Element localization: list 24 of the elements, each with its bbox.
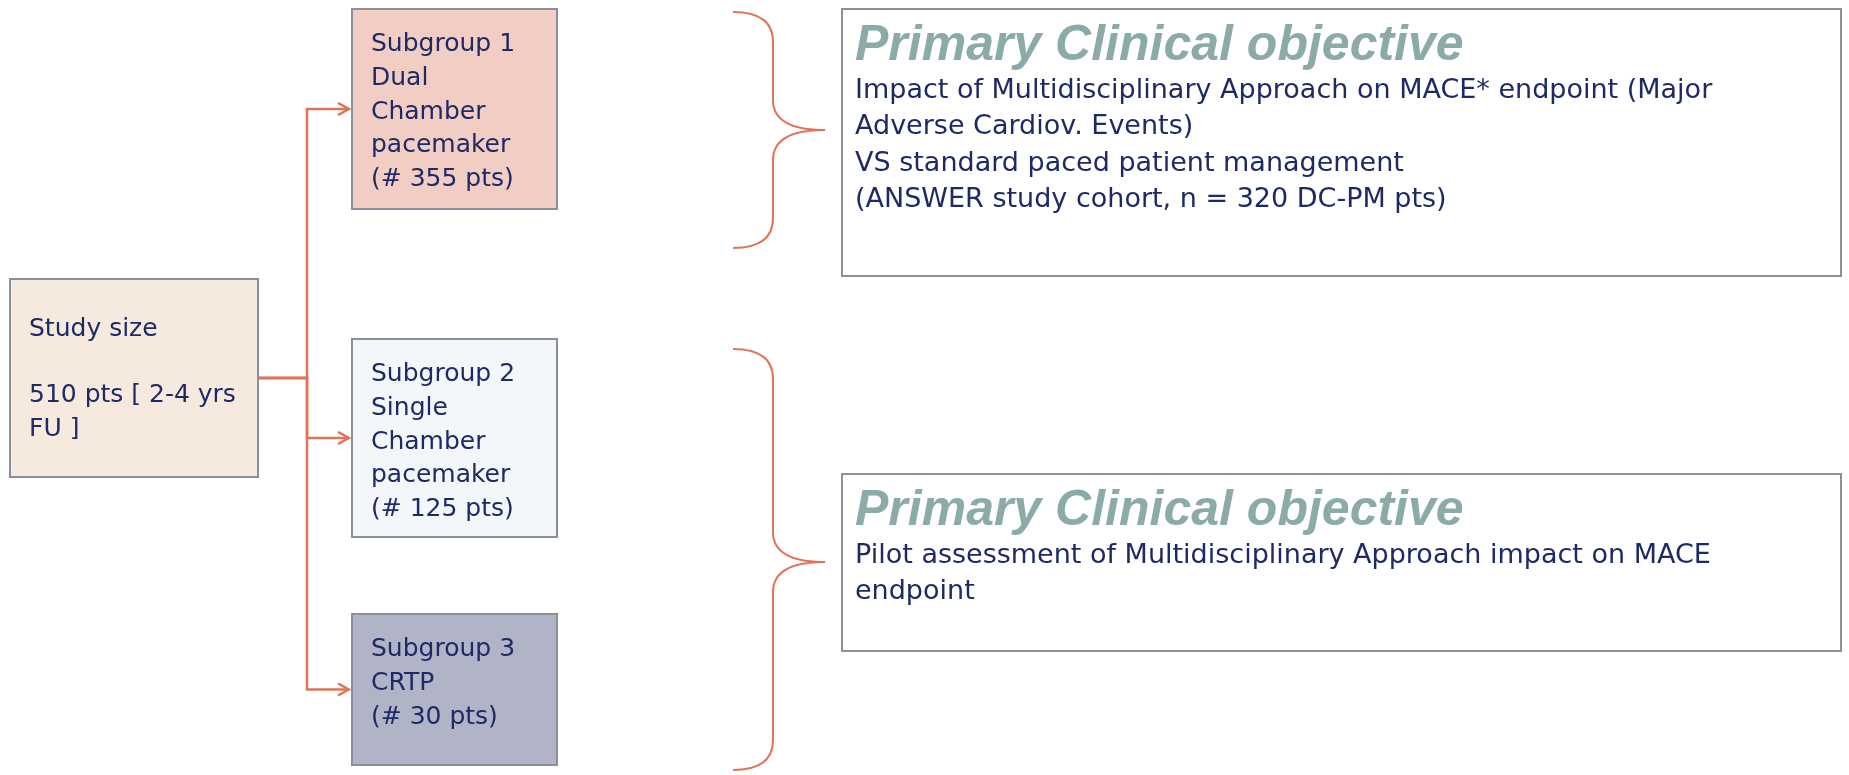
node-text: CRTP	[371, 665, 436, 698]
node-text: (ANSWER study cohort, n = 320 DC-PM pts)	[855, 181, 1448, 216]
study-box	[9, 278, 259, 478]
node-text: Subgroup 3	[371, 632, 517, 664]
node-text: Subgroup 2	[371, 357, 517, 389]
subgroup-box	[351, 613, 558, 766]
objective-title: Primary Clinical objective	[855, 16, 1465, 71]
arrow	[259, 376, 351, 697]
subgroup-box	[351, 338, 558, 538]
node-text: Pilot assessment of Multidisciplinary Approach impact on MACE endpoint	[855, 537, 1712, 608]
node-text: VS standard paced patient management	[855, 144, 1405, 179]
node-text: Dual Chamber pacemaker	[371, 60, 512, 161]
objective-box	[841, 473, 1842, 652]
node-text: (# 30 pts)	[371, 699, 499, 732]
node-text: Subgroup 1	[371, 27, 517, 59]
node-text: Impact of Multidisciplinary Approach on MACE* endpoint (Major Adverse Cardiov. Events)	[855, 72, 1714, 143]
objective-title: Primary Clinical objective	[855, 481, 1465, 536]
node-text: Single Chamber pacemaker	[371, 390, 512, 491]
subgroup-box	[351, 8, 558, 210]
node-text: Study size	[29, 312, 159, 345]
objective-box	[841, 8, 1842, 277]
node-text: (# 355 pts)	[371, 162, 515, 194]
node-text: 510 pts [ 2-4 yrs FU ]	[29, 378, 237, 444]
node-text: (# 125 pts)	[371, 492, 515, 524]
